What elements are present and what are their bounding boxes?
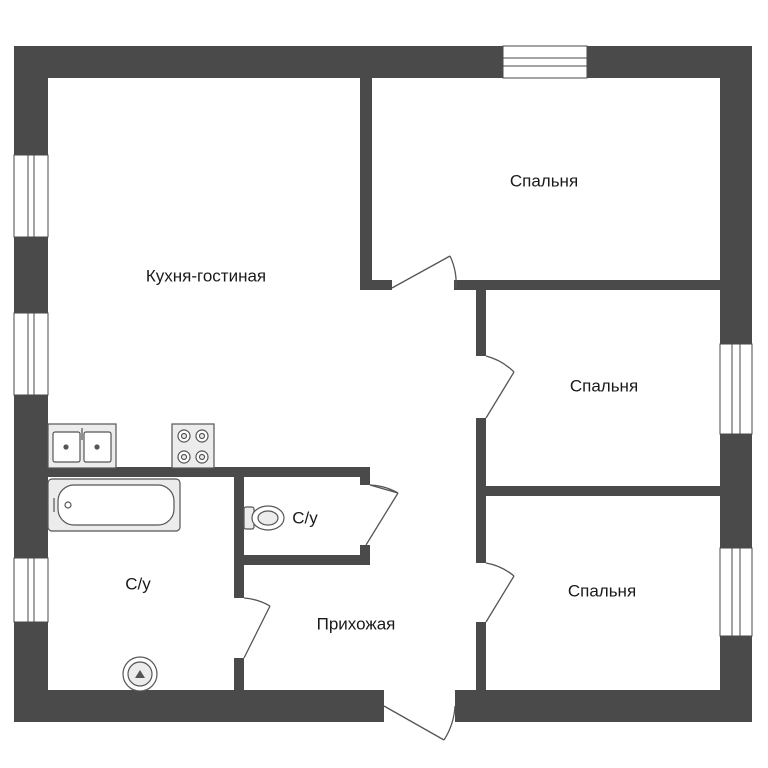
window-left-middle [13,312,49,396]
door-bedroom-1 [391,255,457,289]
windows [13,45,753,637]
window-right-lower [719,547,753,637]
door-bedroom-3 [485,562,515,623]
interior-walls [48,78,720,692]
door-bedroom-2 [485,355,515,419]
room-label-toilet: С/у [292,508,318,527]
window-top [502,45,588,79]
door-toilet [365,484,399,546]
washing-machine-icon [122,656,158,692]
kitchen-sink-icon [47,423,117,469]
stove-icon [171,423,215,469]
room-label-bedroom-2: Спальня [570,376,638,395]
room-label-kitchen-living: Кухня-гостиная [146,266,266,285]
door-bathroom [243,597,271,659]
room-label-bedroom-3: Спальня [568,581,636,600]
fixtures [47,423,285,692]
room-label-bedroom-1: Спальня [510,171,578,190]
room-labels: Кухня-гостиная Спальня Спальня Спальня С… [125,171,638,633]
window-left-upper [13,154,49,238]
window-left-lower [13,557,49,623]
door-entrance [383,705,456,741]
toilet-icon [243,505,285,531]
room-label-hallway: Прихожая [317,614,396,633]
window-right-upper [719,343,753,435]
bathtub-icon [47,478,181,532]
doors [243,255,515,741]
room-label-bathroom: С/у [125,574,151,593]
